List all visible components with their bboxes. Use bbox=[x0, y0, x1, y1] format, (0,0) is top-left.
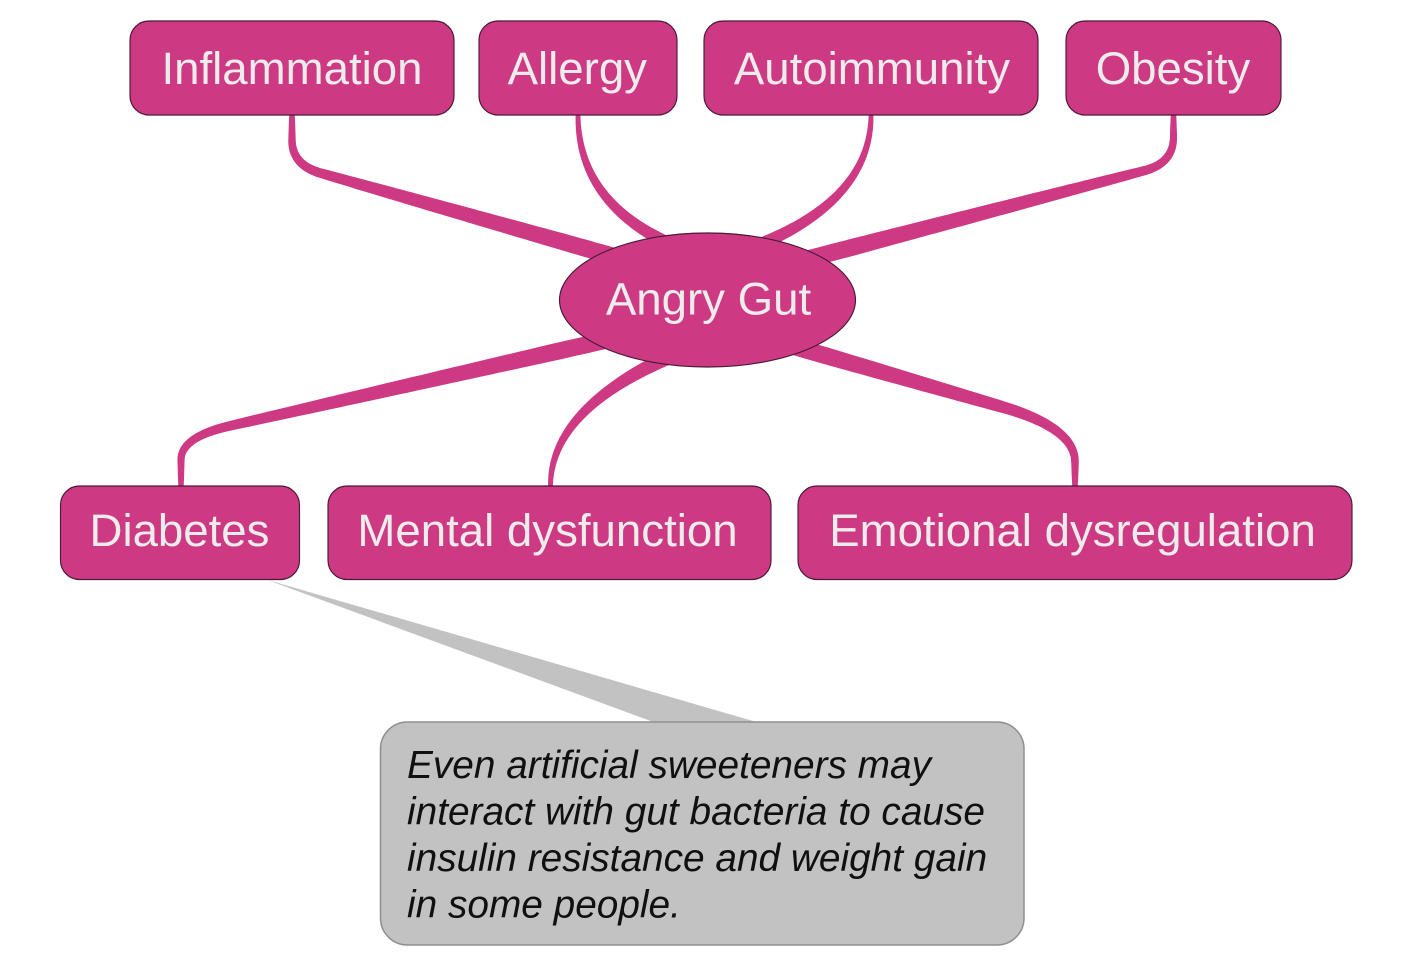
svg-text:Allergy: Allergy bbox=[508, 43, 648, 94]
svg-text:Angry Gut: Angry Gut bbox=[606, 274, 812, 325]
svg-text:Diabetes: Diabetes bbox=[90, 505, 270, 556]
svg-text:Autoimmunity: Autoimmunity bbox=[734, 43, 1010, 94]
svg-text:Obesity: Obesity bbox=[1096, 43, 1251, 94]
svg-text:Mental dysfunction: Mental dysfunction bbox=[357, 505, 737, 556]
svg-text:interact with gut bacteria to: interact with gut bacteria to cause bbox=[407, 791, 985, 834]
svg-text:Emotional dysregulation: Emotional dysregulation bbox=[829, 505, 1316, 556]
svg-text:in some people.: in some people. bbox=[407, 884, 681, 927]
svg-text:Inflammation: Inflammation bbox=[161, 43, 422, 94]
svg-text:Even artificial sweeteners may: Even artificial sweeteners may bbox=[407, 744, 934, 787]
svg-text:insulin resistance and weight: insulin resistance and weight gain bbox=[407, 837, 987, 880]
